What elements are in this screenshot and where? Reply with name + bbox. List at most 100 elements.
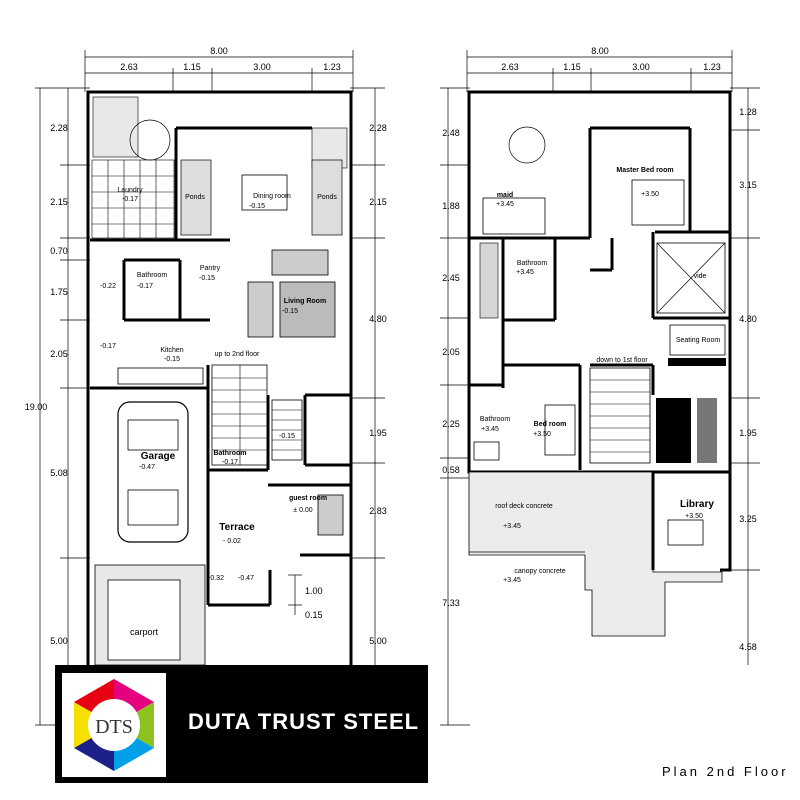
brand-name: DUTA TRUST STEEL xyxy=(188,709,420,734)
laundry-tiles xyxy=(91,159,175,239)
dim-segment: 1.23 xyxy=(703,62,721,72)
dim-left: 7.33 xyxy=(442,598,460,608)
dim-left: 2.25 xyxy=(442,419,460,429)
guest-bed xyxy=(317,494,344,536)
plan-caption: Plan 2nd Floor xyxy=(662,764,789,779)
level-label: +3.50 xyxy=(685,513,703,520)
bed xyxy=(544,404,576,456)
area-label-canopy: canopy concrete xyxy=(514,568,565,575)
dim-left: 2.45 xyxy=(442,273,460,283)
level-label: -0.17 xyxy=(100,343,116,350)
sofa xyxy=(247,281,274,338)
dim-left: 2.05 xyxy=(50,349,68,359)
dim-right: 2.15 xyxy=(369,197,387,207)
level-label: +3.45 xyxy=(503,523,521,530)
brand-logo: DTS xyxy=(62,673,166,777)
dim-total-width: 8.00 xyxy=(210,46,228,56)
dim-left: 1.75 xyxy=(50,287,68,297)
room-label-ponds: Ponds xyxy=(317,194,337,201)
level-label: - 0.02 xyxy=(223,538,241,545)
dining-table xyxy=(241,174,288,211)
level-label: +3.45 xyxy=(516,269,534,276)
stairs-note: up to 2nd floor xyxy=(215,351,260,358)
room-label-guest: guest room xyxy=(289,495,327,502)
dim-right: 4.80 xyxy=(739,314,757,324)
level-label: -0.15 xyxy=(282,308,298,315)
level-label: -0.17 xyxy=(122,196,138,203)
level-label: -0.47 xyxy=(139,464,155,471)
second-floor-plan: 8.00 2.63 1.15 3.00 1.23 2.48 1.88 2.45 … xyxy=(440,46,760,726)
garden-patch xyxy=(92,96,139,158)
room-label-garage: Garage xyxy=(141,451,176,462)
ground-floor-plan: 8.00 2.63 1.15 3.00 1.23 2.28 2.15 0.70 … xyxy=(25,46,387,726)
brand-monogram: DTS xyxy=(95,716,133,738)
carport-slab xyxy=(107,579,181,661)
dim-segment: 1.15 xyxy=(563,62,581,72)
room-label-living: Living Room xyxy=(284,298,326,305)
dim-step: 0.15 xyxy=(305,610,323,620)
level-label: -0.32 xyxy=(208,575,224,582)
dim-total-height: 19.00 xyxy=(25,402,48,412)
area-label-roof-deck: roof deck concrete xyxy=(495,503,553,510)
room-label-library: Library xyxy=(680,499,714,510)
dim-left: 2.28 xyxy=(50,123,68,133)
staircase xyxy=(211,364,268,466)
level-label: -0.47 xyxy=(238,575,254,582)
level-label: -0.15 xyxy=(199,275,215,282)
hall-steps xyxy=(271,399,303,461)
kitchen-counter xyxy=(117,367,204,385)
level-label: +3.45 xyxy=(496,201,514,208)
library-bookshelf xyxy=(656,398,717,463)
room-label-bathroom: Bathroom xyxy=(480,416,511,423)
room-label-bathroom2: Bathroom xyxy=(213,450,246,457)
room-label-seating: Seating Room xyxy=(676,337,721,344)
room-label-kitchen: Kitchen xyxy=(160,347,183,354)
room-label-maid: maid xyxy=(497,192,513,199)
room-label-terrace: Terrace xyxy=(219,522,255,533)
level-label: -0.15 xyxy=(279,433,295,440)
dim-right: 1.95 xyxy=(739,428,757,438)
staircase xyxy=(589,367,651,464)
pond-right xyxy=(311,159,343,236)
room-label-dining: Dining room xyxy=(253,193,291,200)
seating-sofa xyxy=(669,324,726,356)
roof-deck-area xyxy=(468,471,723,637)
car-icon xyxy=(117,401,189,543)
dim-left: 5.08 xyxy=(50,468,68,478)
room-label-laundry: Laundry xyxy=(117,187,143,194)
dim-right: 2.28 xyxy=(369,123,387,133)
rug xyxy=(279,281,336,338)
dim-left: 2.15 xyxy=(50,197,68,207)
dim-right: 4.58 xyxy=(739,642,757,652)
room-label-bathroom: Bathroom xyxy=(137,272,168,279)
hexagon-logo-icon: DTS xyxy=(74,679,154,771)
sofa xyxy=(271,249,329,276)
level-label: -0.15 xyxy=(249,203,265,210)
level-label: -0.17 xyxy=(137,283,153,290)
hatched-wall xyxy=(479,242,499,319)
room-label-vide: vide xyxy=(694,273,707,280)
room-label-pantry: Pantry xyxy=(200,265,221,272)
dim-left: 2.05 xyxy=(442,347,460,357)
dim-right: 3.25 xyxy=(739,514,757,524)
library-desk xyxy=(667,519,704,546)
dim-right: 2.83 xyxy=(369,506,387,516)
pond-left xyxy=(180,159,212,236)
dim-segment: 3.00 xyxy=(253,62,271,72)
room-label-bed: Bed room xyxy=(534,421,567,428)
maid-bed xyxy=(482,197,546,235)
room-label-carport: carport xyxy=(130,627,159,637)
dim-segment: 3.00 xyxy=(632,62,650,72)
seating-rail xyxy=(668,358,726,366)
level-label: -0.22 xyxy=(100,283,116,290)
dim-right: 5.00 xyxy=(369,636,387,646)
dim-right: 1.28 xyxy=(739,107,757,117)
room-label-master: Master Bed room xyxy=(616,167,673,174)
dim-step: 1.00 xyxy=(305,586,323,596)
brand-banner: DTS DUTA TRUST STEEL xyxy=(55,665,428,783)
level-label: +3.45 xyxy=(503,577,521,584)
level-label: +3.50 xyxy=(533,431,551,438)
dim-left: 0.70 xyxy=(50,246,68,256)
dim-left: 2.48 xyxy=(442,128,460,138)
